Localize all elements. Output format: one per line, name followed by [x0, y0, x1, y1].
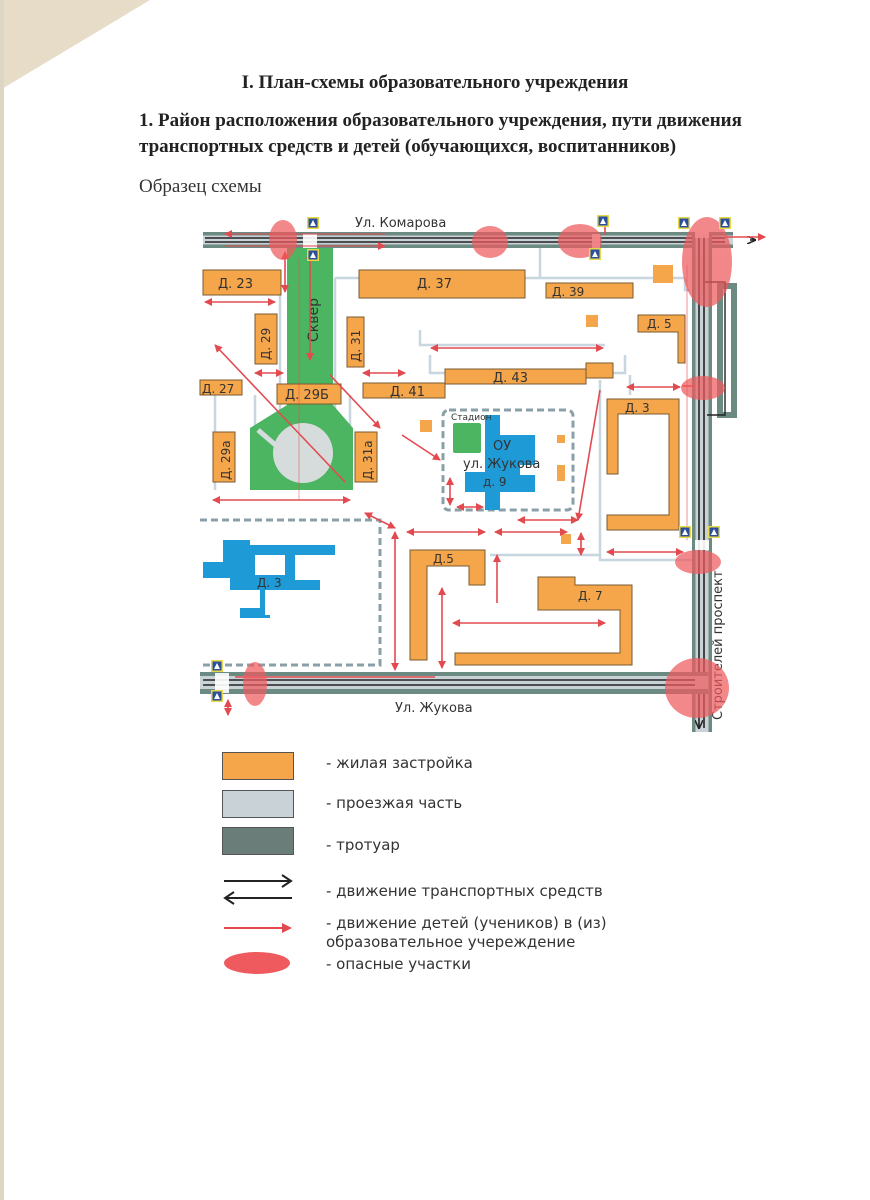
route-arrow	[575, 389, 601, 521]
paper-fold-corner	[0, 0, 150, 90]
traffic-arrows-icon	[223, 874, 293, 905]
label-d3-e: Д. 3	[625, 401, 650, 415]
street-bottom-label: Ул. Жукова	[395, 701, 473, 716]
children-routes	[204, 217, 766, 716]
building-d7	[454, 576, 633, 666]
label-d27: Д. 27	[202, 382, 234, 396]
danger-zone	[675, 550, 721, 574]
pedestrian-crossing-sign-icon	[679, 526, 691, 538]
building-d37	[358, 269, 526, 299]
building-d41	[362, 382, 446, 399]
pedestrian-crossing-sign-icon	[589, 248, 601, 260]
crossing-signs	[211, 215, 731, 702]
building-d29b	[276, 383, 342, 405]
pedestrian-crossing-sign-icon	[678, 217, 690, 229]
label-d43: Д. 43	[493, 371, 528, 386]
building-d39	[545, 282, 634, 299]
building-d3-w	[203, 540, 335, 618]
danger-zone	[269, 220, 297, 260]
stadium	[453, 423, 481, 453]
park-skver	[250, 248, 353, 490]
school-label-2: ул. Жукова	[463, 457, 540, 472]
legend-label: - жилая застройка	[326, 754, 473, 772]
route-arrow	[329, 374, 381, 429]
school-territory	[441, 408, 575, 512]
danger-swatch	[224, 952, 290, 974]
danger-zone	[472, 226, 508, 258]
label-d41: Д. 41	[390, 385, 425, 400]
pedestrian-crossing-sign-icon	[307, 217, 319, 229]
west-territory	[200, 518, 382, 667]
route-arrow	[401, 434, 441, 461]
pedestrian-crossing-sign-icon	[597, 215, 609, 227]
route-arrow	[364, 512, 396, 529]
label-d5-ne: Д. 5	[647, 317, 672, 331]
danger-zones	[243, 217, 732, 718]
building-d5-ne	[637, 314, 686, 364]
residential-buildings	[199, 265, 686, 666]
building-d31	[346, 316, 365, 368]
scheme-caption: Образец схемы	[139, 176, 262, 197]
roadway-swatch	[222, 790, 294, 818]
building-d3-e	[606, 398, 680, 531]
label-d23: Д. 23	[218, 277, 253, 292]
label-d29: Д. 29	[259, 328, 273, 360]
legend-label: - движение транспортных средств	[326, 882, 603, 900]
label-d29b: Д. 29Б	[285, 388, 329, 403]
residential-swatch	[222, 752, 294, 780]
legend-label: - тротуар	[326, 836, 400, 854]
subsection-title: 1. Район расположения образовательного у…	[139, 110, 742, 157]
label-d5-s: Д.5	[433, 552, 454, 566]
legend-label-continued: образовательное учереждение	[326, 933, 576, 951]
park-label: Сквер	[306, 298, 322, 342]
danger-zone	[665, 658, 729, 718]
sidewalk-swatch	[222, 827, 294, 855]
legend-label: - проезжая часть	[326, 794, 463, 812]
route-arrow	[214, 344, 346, 483]
label-d37: Д. 37	[417, 277, 452, 292]
building-d29a	[212, 431, 236, 483]
pedestrian-crossing-sign-icon	[211, 690, 223, 702]
stadium-label: Стадион	[451, 413, 492, 423]
building-d29	[254, 313, 278, 365]
school-building	[465, 415, 535, 510]
danger-zone	[682, 217, 732, 307]
child-route-arrow-icon	[224, 923, 292, 933]
pedestrian-crossing-sign-icon	[719, 217, 731, 229]
label-d29a: Д. 29а	[219, 440, 233, 480]
pedestrian-crossing-sign-icon	[708, 526, 720, 538]
label-d39: Д. 39	[552, 285, 584, 299]
label-d31a: Д. 31а	[361, 440, 375, 480]
legend-label: - опасные участки	[326, 955, 471, 973]
label-d3-w: Д. 3	[257, 576, 282, 590]
site-plan-map: Сквер Ул. Комарова Ул. Жукова Строителе	[199, 215, 766, 732]
street-zhukova	[200, 672, 708, 694]
pedestrian-crossing-sign-icon	[307, 249, 319, 261]
scan-edge	[0, 0, 4, 1200]
building-d27	[199, 379, 243, 396]
section-title: I. План-схемы образовательного учреждени…	[241, 72, 629, 93]
label-d7: Д. 7	[578, 589, 603, 603]
school-label-1: ОУ	[493, 439, 511, 454]
label-d31: Д. 31	[349, 330, 363, 362]
street-top-label: Ул. Комарова	[355, 216, 446, 231]
danger-zone	[681, 376, 725, 400]
pedestrian-crossing-sign-icon	[211, 660, 223, 672]
legend-label: - движение детей (учеников) в (из)	[326, 914, 607, 932]
school-label-3: д. 9	[483, 475, 507, 489]
street-stroiteley	[692, 232, 737, 732]
building-d31a	[354, 431, 378, 483]
building-d5-s	[409, 549, 486, 661]
danger-zone	[243, 662, 267, 706]
